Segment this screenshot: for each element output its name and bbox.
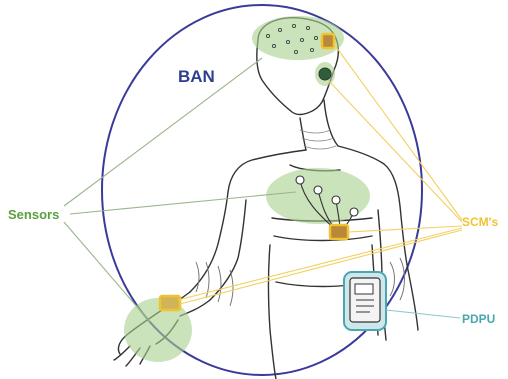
pdpu-device xyxy=(344,272,386,330)
head-scm-device xyxy=(322,34,334,48)
hand-sensor-zone xyxy=(124,298,192,362)
chest-scm-device xyxy=(330,225,348,239)
chest-electrode-2 xyxy=(314,186,322,194)
chest-electrode-1 xyxy=(296,176,304,184)
wrist-scm-device xyxy=(160,296,180,310)
pdpu-screen xyxy=(355,284,373,294)
pdpu-leader-line xyxy=(386,310,460,318)
sensors-label: Sensors xyxy=(8,207,59,222)
chest-electrode-3 xyxy=(332,196,340,204)
pdpu-label: PDPU xyxy=(462,312,495,326)
ban-label: BAN xyxy=(178,67,215,86)
chest-electrode-4 xyxy=(350,208,358,216)
ear-scm-device xyxy=(319,68,331,80)
scms-label: SCM's xyxy=(462,215,499,229)
